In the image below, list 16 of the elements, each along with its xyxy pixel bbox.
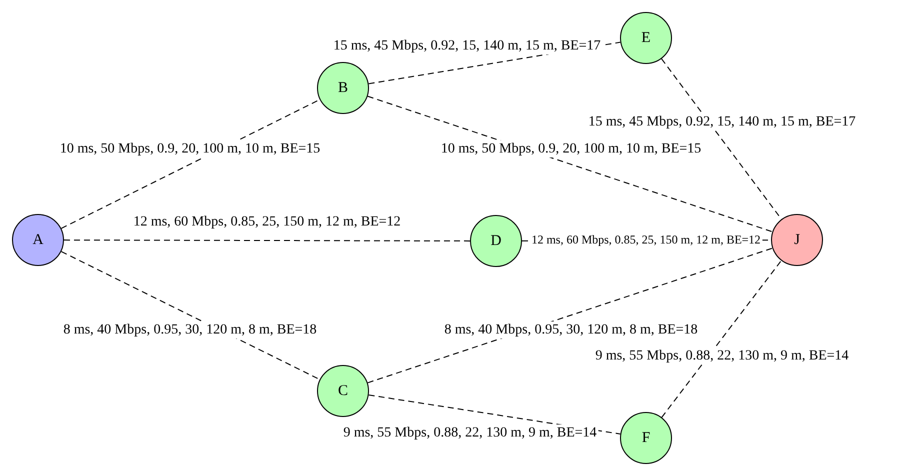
edge-label: 8 ms, 40 Mbps, 0.95, 30, 120 m, 8 m, BE=18 [442, 322, 700, 338]
node-circle: B [317, 62, 369, 114]
dashed-line [64, 240, 470, 242]
node-circle: E [620, 12, 672, 64]
node-circle: C [317, 365, 369, 417]
dashed-line [367, 96, 773, 232]
edge-label: 9 ms, 55 Mbps, 0.88, 22, 130 m, 9 m, BE=14 [341, 424, 599, 442]
dashed-line [60, 251, 320, 380]
dashed-line [367, 248, 773, 384]
node-circle: J [771, 214, 823, 266]
node-circle: A [12, 214, 64, 266]
node-circle: F [620, 412, 672, 464]
node-circle: D [470, 215, 522, 267]
dashed-line [661, 260, 782, 418]
edge-label: 8 ms, 40 Mbps, 0.95, 30, 120 m, 8 m, BE=18 [61, 322, 319, 338]
edge-label: 9 ms, 55 Mbps, 0.88, 22, 130 m, 9 m, BE=14 [593, 348, 851, 364]
